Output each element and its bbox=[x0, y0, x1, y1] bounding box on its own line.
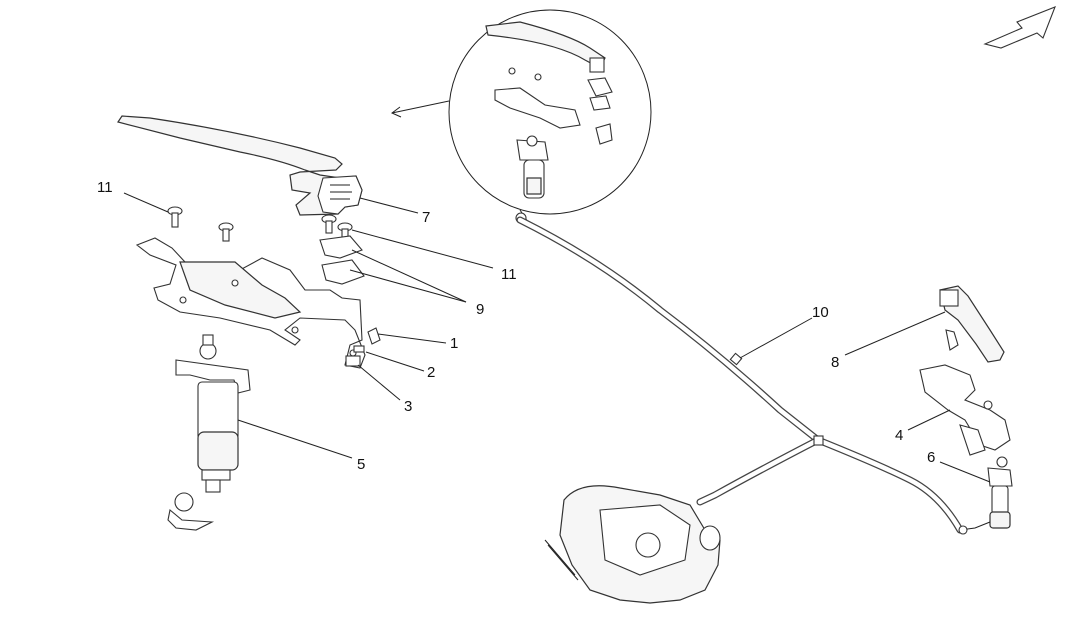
callout-8: 8 bbox=[831, 354, 839, 371]
part-washer-jet-left bbox=[167, 334, 251, 531]
callout-3: 3 bbox=[404, 398, 412, 415]
detail-circle bbox=[391, 9, 652, 224]
callout-11-right: 11 bbox=[501, 266, 517, 283]
part-washer-jet-right bbox=[958, 456, 1013, 535]
callout-1: 1 bbox=[450, 335, 458, 352]
part-cover-trim bbox=[117, 115, 363, 216]
callout-7: 7 bbox=[422, 209, 430, 226]
callout-5: 5 bbox=[357, 456, 365, 473]
callout-labels: 11 7 11 9 1 2 3 5 10 8 4 6 bbox=[97, 179, 935, 473]
part-clips bbox=[319, 235, 365, 285]
leader-lines bbox=[123, 192, 991, 483]
part-fasteners bbox=[345, 327, 381, 367]
callout-9: 9 bbox=[476, 301, 484, 318]
part-bracket-right bbox=[919, 329, 1011, 456]
part-pump-assembly bbox=[544, 485, 721, 604]
part-hose bbox=[516, 216, 964, 534]
callout-2: 2 bbox=[427, 364, 435, 381]
callout-6: 6 bbox=[927, 449, 935, 466]
part-screws bbox=[167, 206, 353, 242]
part-bracket bbox=[135, 237, 366, 369]
direction-arrow-icon bbox=[983, 6, 1056, 49]
part-cover-right bbox=[939, 285, 1005, 363]
detail-pointer-arrow-icon bbox=[391, 100, 450, 118]
callout-4: 4 bbox=[895, 427, 903, 444]
callout-11-left: 11 bbox=[97, 179, 113, 196]
callout-10: 10 bbox=[812, 304, 829, 321]
